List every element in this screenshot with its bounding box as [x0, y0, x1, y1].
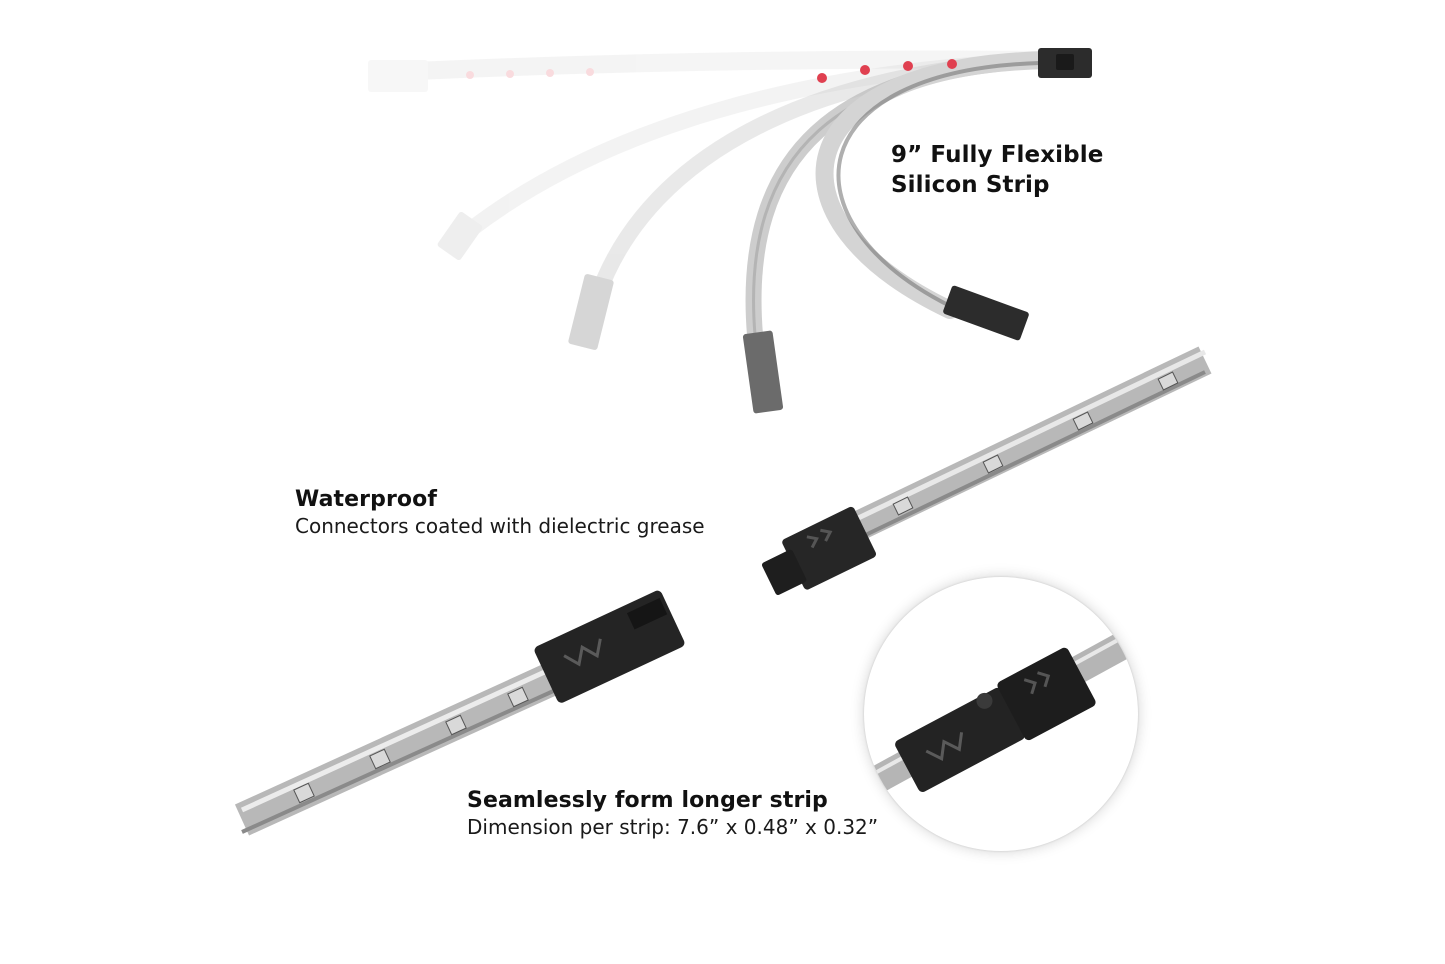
strip-with-female-connector [234, 590, 685, 836]
feature-waterproof-description: Connectors coated with dielectric grease [295, 513, 705, 538]
strip-main [815, 48, 1092, 341]
feature-seamless: Seamlessly form longer strip Dimension p… [467, 787, 878, 840]
feature-waterproof: Waterproof Connectors coated with dielec… [295, 486, 705, 539]
connected-connectors-illustration [864, 624, 1138, 800]
strip-with-male-connector [762, 346, 1212, 595]
feature-flexible: 9” Fully Flexible Silicon Strip [891, 140, 1103, 200]
feature-seamless-description: Dimension per strip: 7.6” x 0.48” x 0.32… [467, 814, 879, 839]
closeup-detail-circle [864, 577, 1138, 851]
feature-flexible-title-2: Silicon Strip [891, 172, 1050, 198]
feature-waterproof-title: Waterproof [295, 487, 438, 512]
feature-flexible-title-1: 9” Fully Flexible [891, 142, 1104, 168]
feature-seamless-title: Seamlessly form longer strip [467, 788, 828, 813]
